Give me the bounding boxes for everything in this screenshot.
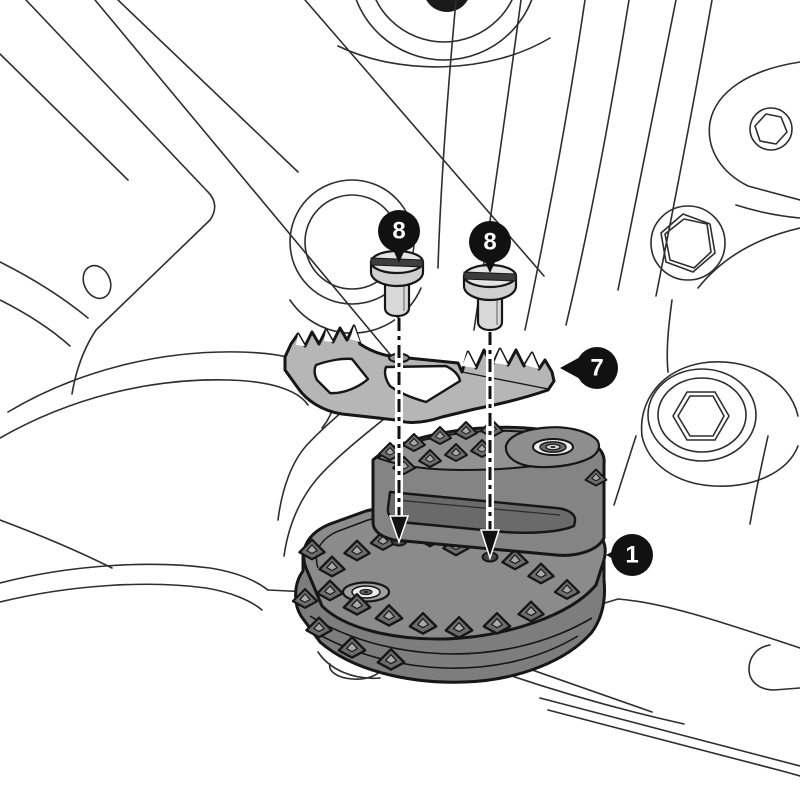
insertion-arrow-left [388, 515, 410, 545]
callout-7: 7 [560, 347, 618, 389]
screw-part-8-right [462, 263, 518, 332]
screw-part-8-left [369, 249, 425, 318]
screw-slot [370, 257, 424, 268]
callout-8-left-label: 8 [392, 218, 405, 245]
screw-slot [463, 271, 517, 282]
serrated-plate-part-7 [283, 324, 556, 424]
alignment-leaders [388, 318, 501, 561]
plate-cutout-right [383, 364, 462, 404]
callout-8-left: 8 [378, 210, 420, 263]
countersunk-bolt-hole [341, 581, 391, 603]
insertion-arrow-right [479, 529, 501, 561]
callout-8-right-label: 8 [483, 229, 496, 256]
callout-1-label: 1 [625, 542, 638, 569]
plate-cutout-left [313, 357, 370, 395]
footpeg-part-1 [291, 419, 608, 684]
callout-1: 1 [606, 534, 653, 576]
callout-8-right: 8 [469, 221, 511, 273]
socket-bolt [532, 438, 574, 456]
callout-7-label: 7 [590, 355, 603, 382]
